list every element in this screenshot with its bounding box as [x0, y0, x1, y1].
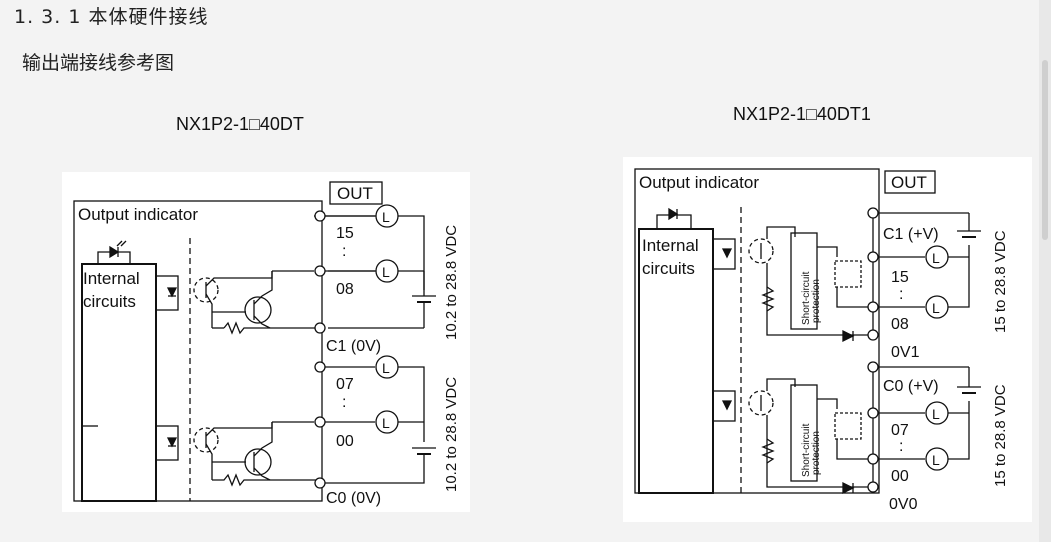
left-internal-label-1: Internal	[83, 269, 140, 288]
left-out-tag-box	[329, 181, 383, 205]
left-terminal-c0: C0 (0V)	[326, 490, 381, 507]
left-voltage-top: 10.2 to 28.8 VDC	[443, 225, 460, 340]
subtitle: 输出端接线参考图	[22, 52, 175, 74]
right-load-3: L	[932, 406, 940, 422]
left-load-1: L	[382, 209, 390, 225]
right-internal-block	[638, 228, 714, 494]
left-load-4: L	[382, 415, 390, 431]
right-out-tag: OUT	[891, 173, 927, 192]
left-terminal-07: 07	[336, 376, 354, 393]
left-internal-block	[81, 263, 157, 502]
right-dots-1: :	[899, 286, 903, 303]
vertical-scrollbar[interactable]	[1039, 0, 1051, 542]
right-mosfet-1	[834, 260, 862, 288]
left-terminal-00: 00	[336, 433, 354, 450]
right-mosfet-2	[834, 412, 862, 440]
right-terminal-0v1: 0V1	[891, 344, 920, 361]
left-load-3: L	[382, 360, 390, 376]
left-dots-1: :	[342, 243, 346, 260]
right-wiring-diagram: OUT Output indicator Internal circuits S…	[623, 157, 1032, 522]
left-voltage-bottom: 10.2 to 28.8 VDC	[443, 377, 460, 492]
right-load-4: L	[932, 452, 940, 468]
right-wiring-svg: OUT Output indicator Internal circuits S…	[634, 168, 1009, 513]
right-protection-label-1b: protection	[811, 279, 822, 323]
right-out-tag-box	[884, 170, 936, 194]
right-load-2: L	[932, 300, 940, 316]
left-wiring-diagram: OUT Output indicator Internal circuits 1…	[62, 172, 470, 512]
right-unit-frame	[634, 168, 880, 494]
left-model-label: NX1P2-1□40DT	[176, 114, 304, 134]
left-wiring-svg: OUT Output indicator Internal circuits 1…	[73, 181, 460, 507]
left-unit-frame	[73, 200, 323, 502]
section-title: 1. 3. 1 本体硬件接线	[14, 6, 209, 28]
right-voltage-top: 15 to 28.8 VDC	[992, 230, 1009, 333]
right-model-label: NX1P2-1□40DT1	[733, 104, 871, 124]
right-terminal-0v0: 0V0	[889, 496, 918, 513]
left-dots-2: :	[342, 394, 346, 411]
left-terminal-15: 15	[336, 225, 354, 242]
right-load-1: L	[932, 250, 940, 266]
right-internal-label-1: Internal	[642, 236, 699, 255]
left-internal-label-2: circuits	[83, 292, 136, 311]
right-terminal-00: 00	[891, 468, 909, 485]
right-terminal-07: 07	[891, 422, 909, 439]
right-protection-block-2	[790, 384, 818, 482]
right-voltage-bottom: 15 to 28.8 VDC	[992, 384, 1009, 487]
right-terminal-c0: C0 (+V)	[883, 378, 939, 395]
left-output-indicator-label: Output indicator	[78, 205, 198, 224]
right-internal-label-2: circuits	[642, 259, 695, 278]
right-dots-2: :	[899, 438, 903, 455]
left-terminal-08: 08	[336, 281, 354, 298]
right-output-indicator-label: Output indicator	[639, 173, 759, 192]
right-protection-label-2b: protection	[811, 431, 822, 475]
right-terminal-15: 15	[891, 269, 909, 286]
left-out-tag: OUT	[337, 184, 373, 203]
left-terminal-c1: C1 (0V)	[326, 338, 381, 355]
right-terminal-c1: C1 (+V)	[883, 226, 939, 243]
right-terminal-08: 08	[891, 316, 909, 333]
left-load-2: L	[382, 264, 390, 280]
right-protection-label-1a: Short-circuit	[801, 271, 812, 325]
right-protection-label-2a: Short-circuit	[801, 423, 812, 477]
scrollbar-thumb[interactable]	[1042, 60, 1048, 240]
right-protection-block-1	[790, 232, 818, 330]
